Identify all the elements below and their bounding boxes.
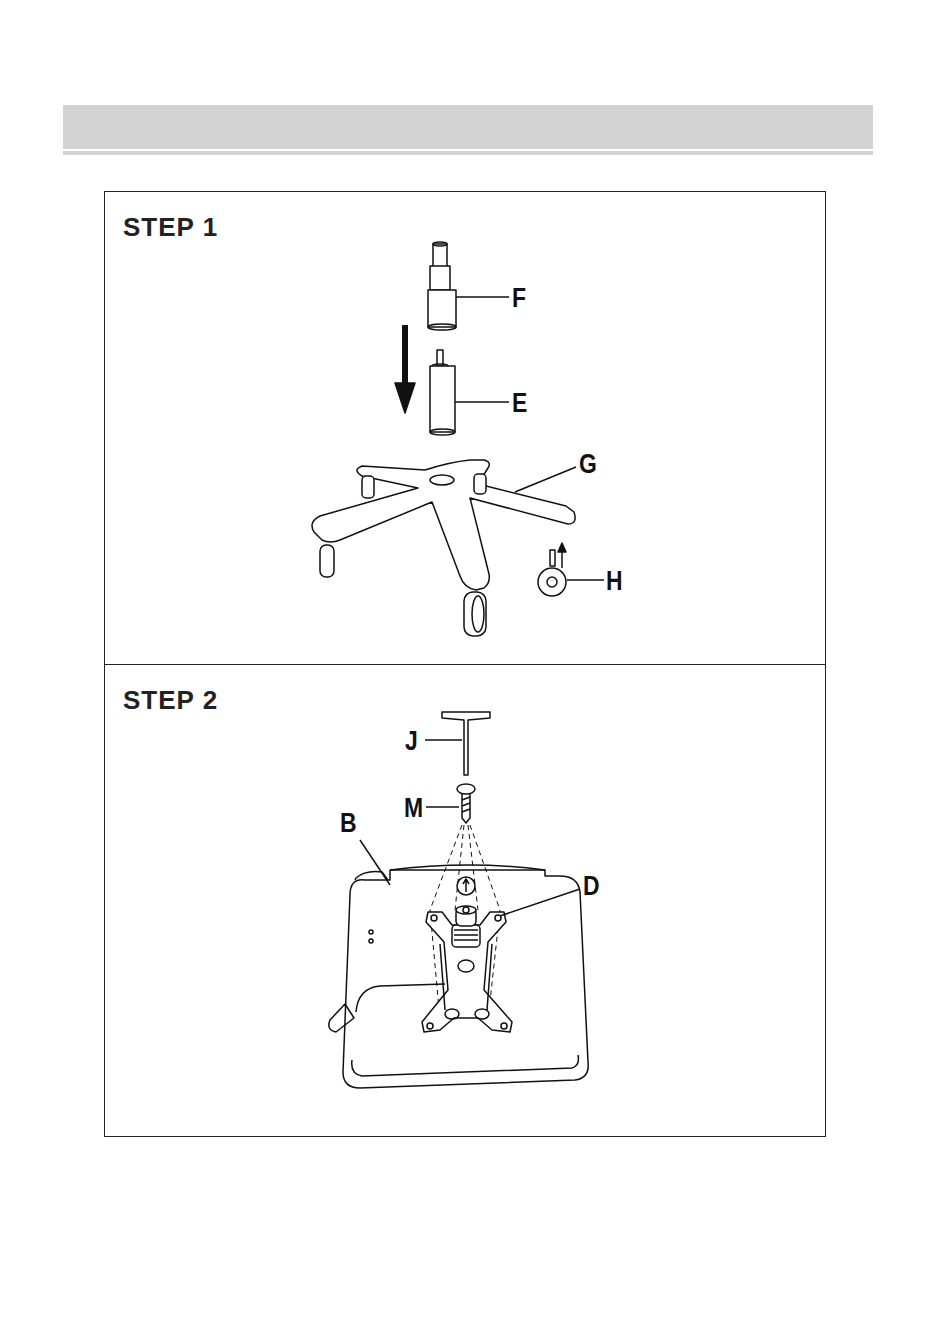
part-letter: D xyxy=(583,873,600,900)
leader-line xyxy=(455,401,509,403)
cylinder-e xyxy=(430,350,455,435)
mechanism-d xyxy=(422,906,512,1032)
leader-line xyxy=(426,806,459,808)
part-letter: F xyxy=(512,285,526,312)
step-heading: STEP 2 xyxy=(123,685,218,716)
step-panel: STEP 2 xyxy=(104,664,826,1137)
leader-line xyxy=(567,579,604,581)
down-arrowhead xyxy=(395,383,415,413)
header-band xyxy=(63,105,873,149)
part-letter: M xyxy=(404,795,423,822)
gas-lift-f xyxy=(428,242,456,330)
leader-line xyxy=(500,889,580,916)
step-heading: STEP 1 xyxy=(123,212,218,243)
part-letter: G xyxy=(579,451,597,478)
seat-b xyxy=(329,865,588,1088)
part-letter: J xyxy=(405,728,418,755)
base-g xyxy=(312,460,575,636)
leader-line xyxy=(425,739,462,741)
part-letter: H xyxy=(606,568,623,595)
leader-line xyxy=(515,467,576,492)
part-letter: E xyxy=(512,390,527,417)
down-arrow xyxy=(402,325,408,385)
step-panel: STEP 1 xyxy=(104,191,826,665)
leader-line xyxy=(360,840,390,885)
caster-h xyxy=(538,543,566,596)
leader-line xyxy=(456,296,509,298)
t-wrench-j xyxy=(442,712,490,775)
part-letter: B xyxy=(340,810,357,837)
screw-m xyxy=(457,784,475,823)
header-rule xyxy=(63,151,873,155)
